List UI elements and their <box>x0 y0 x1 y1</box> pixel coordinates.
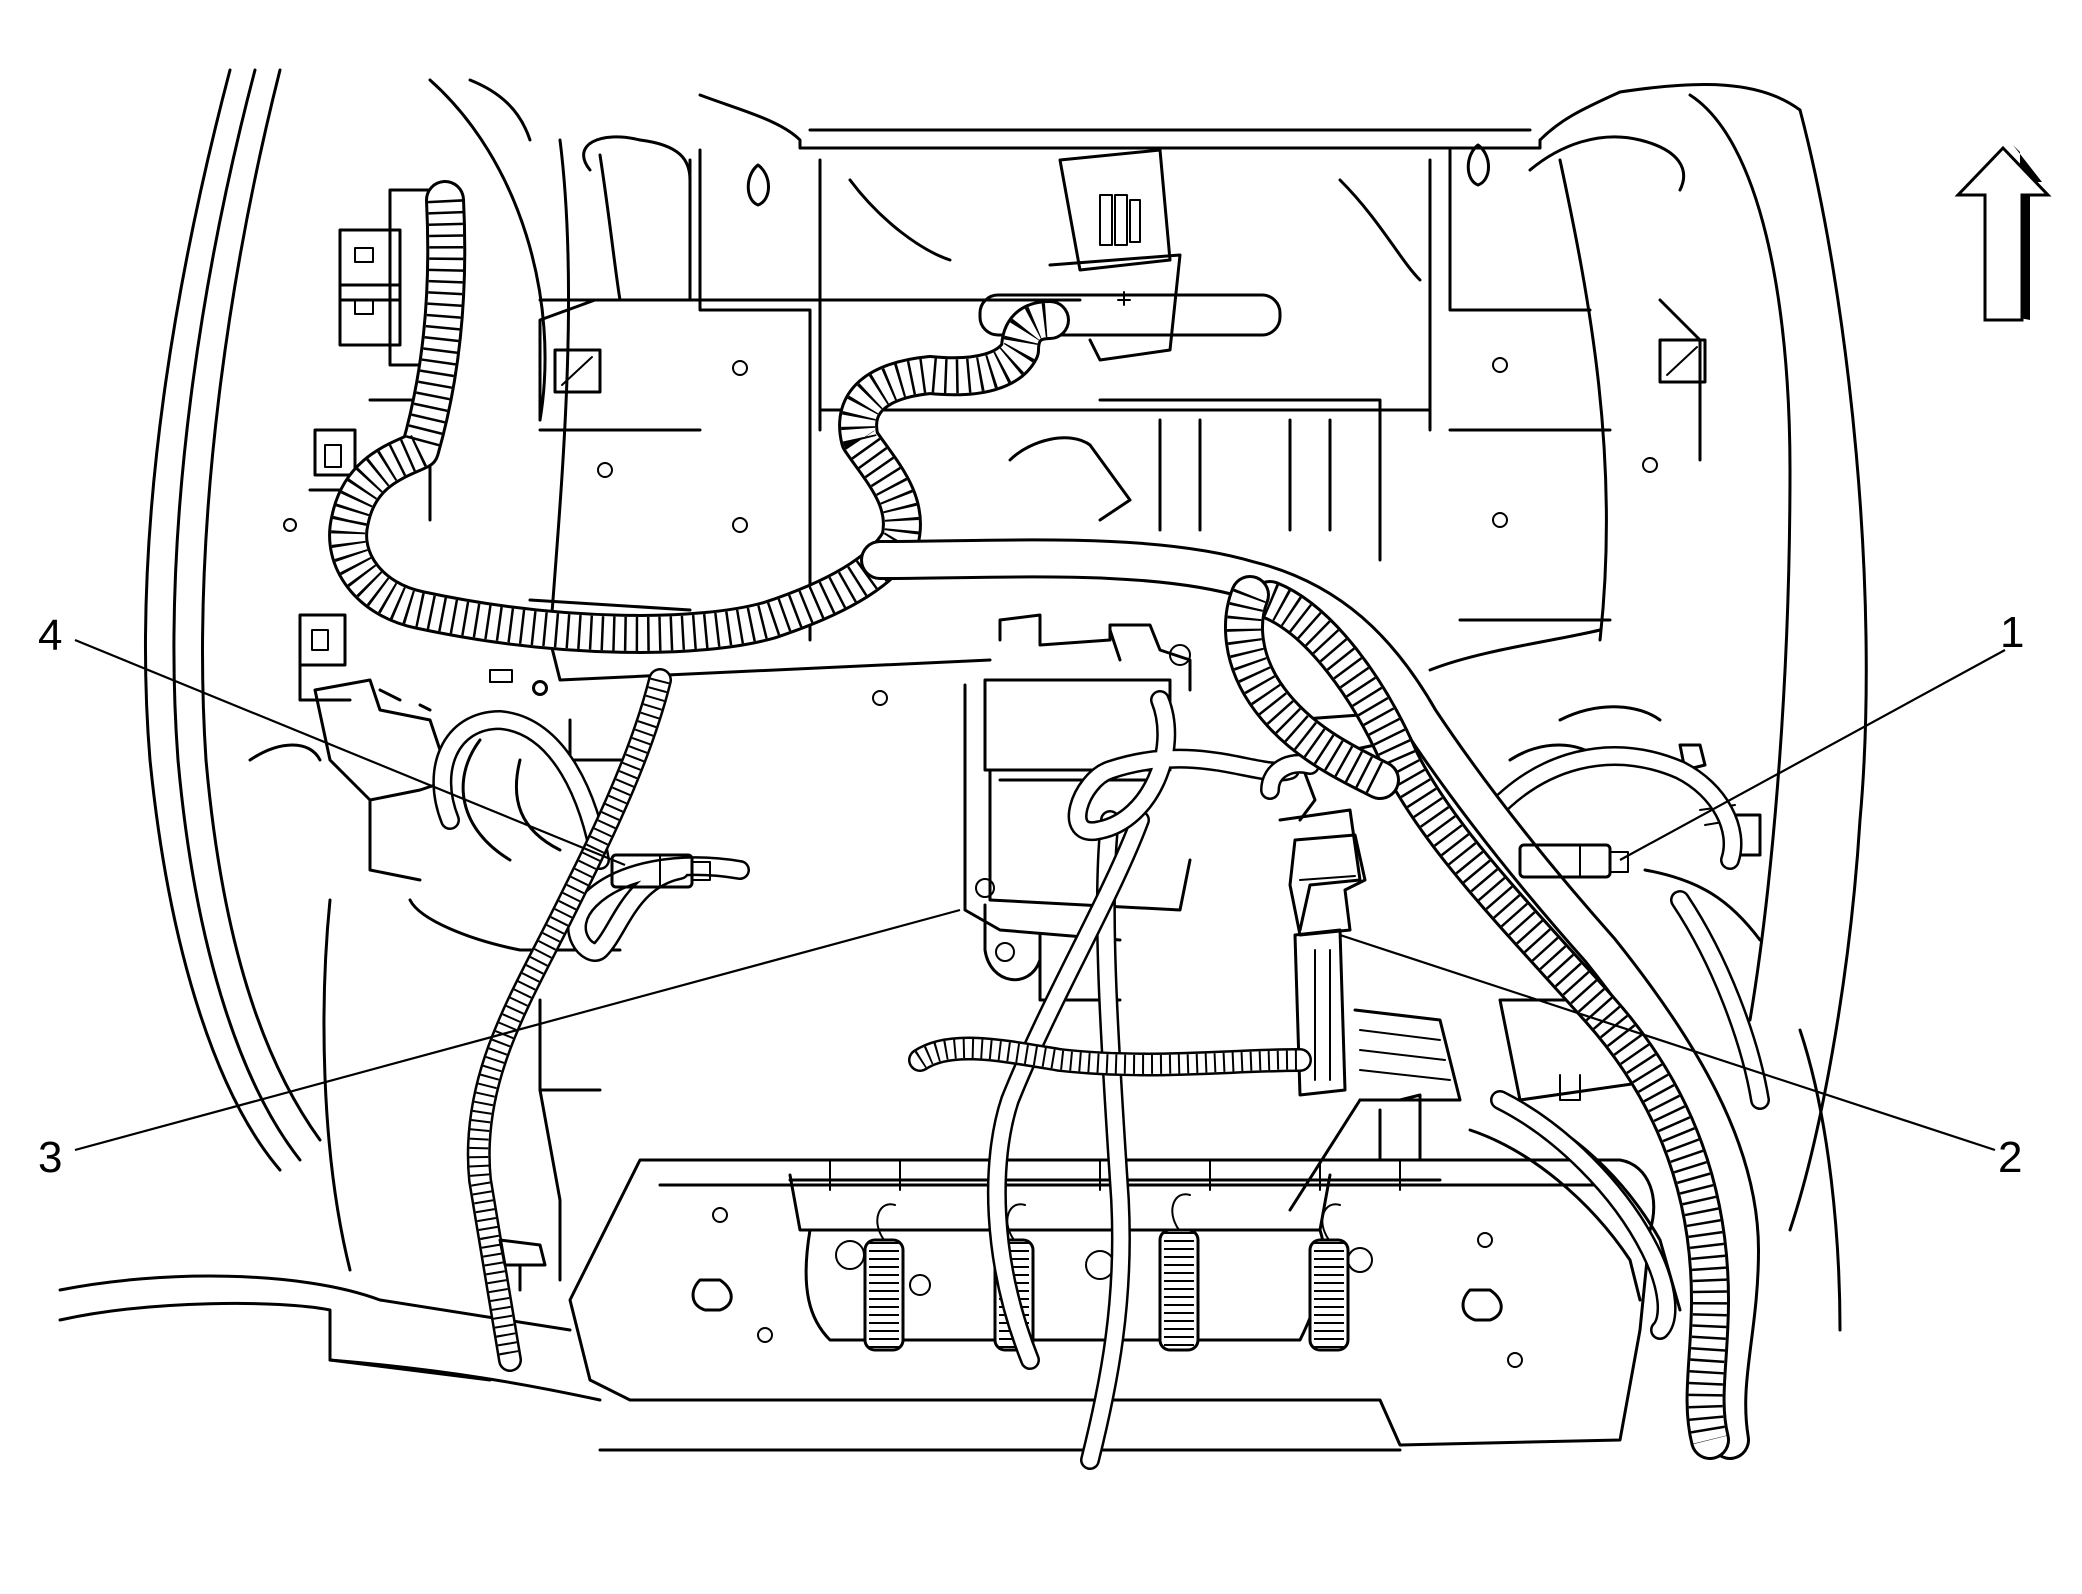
callout-labels: 1 2 3 4 <box>38 608 2024 1182</box>
leader-3 <box>74 908 961 1152</box>
connector-1 <box>1518 843 1629 879</box>
leader-1 <box>1619 649 2006 861</box>
callout-1: 1 <box>2000 608 2024 657</box>
control-module <box>963 613 1192 1002</box>
harness-clip <box>498 1238 547 1292</box>
callout-2: 2 <box>1998 1133 2022 1182</box>
seat-pan-plate <box>528 138 1612 682</box>
top-center-connector <box>1008 148 1182 522</box>
leader-4 <box>74 638 626 867</box>
callout-4: 4 <box>38 611 62 660</box>
leader-lines <box>74 638 2006 1152</box>
connector-2 <box>1288 833 1367 937</box>
seat-frame-outline <box>58 68 1868 1402</box>
connector-4 <box>610 853 711 889</box>
main-harness <box>328 180 1760 1460</box>
plain-wires <box>432 690 1770 1470</box>
callout-3: 3 <box>38 1133 62 1182</box>
leader-2 <box>1339 933 1996 1152</box>
up-arrow-icon <box>1954 145 2052 322</box>
side-rails <box>538 135 1702 462</box>
mounting-holes <box>283 143 1707 1368</box>
